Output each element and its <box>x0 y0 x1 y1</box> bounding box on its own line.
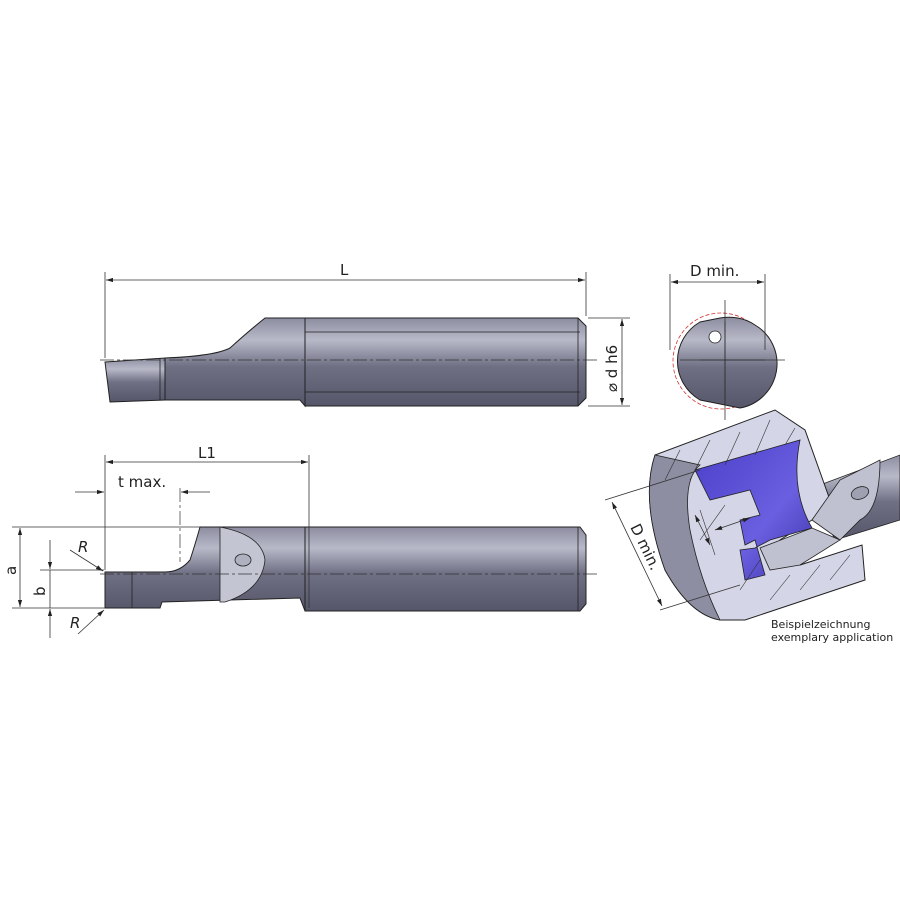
top-view: L ⌀ d h6 <box>100 261 630 408</box>
a-label: a <box>2 566 20 575</box>
insert <box>759 527 841 571</box>
diameter-label: ⌀ d h6 <box>603 345 621 392</box>
tool-tip-top <box>104 357 166 403</box>
groove-depth-arrow <box>694 514 711 546</box>
r-bottom-leader <box>77 609 105 635</box>
groove-width-arrow <box>714 517 751 531</box>
r-top-label: R <box>78 538 88 556</box>
extension-line <box>604 469 701 501</box>
insert-holder <box>811 459 881 541</box>
extension-line <box>659 584 741 611</box>
section-view: D min. Beispielzeichnung exemplary appli… <box>604 409 900 644</box>
coolant-hole <box>708 330 722 344</box>
r-bottom-label: R <box>70 614 80 632</box>
end-view: D min. <box>669 262 785 420</box>
tool-end-face <box>677 316 778 409</box>
screw-hole-section <box>850 486 870 500</box>
screw-hole <box>234 553 252 567</box>
tool-shank-side <box>304 526 587 612</box>
r-top-leader <box>69 549 104 572</box>
side-view: L1 t max. a b R R <box>2 444 600 638</box>
tmax-label: t max. <box>118 473 166 491</box>
section-dmin-dimension-line <box>611 501 663 607</box>
caption-en: exemplary application <box>771 631 893 644</box>
tool-head-side <box>104 526 306 612</box>
tool-neck-top <box>164 317 306 408</box>
b-label: b <box>31 586 49 596</box>
end-dmin-label: D min. <box>690 262 739 280</box>
length-label: L <box>340 261 349 279</box>
tool-shank-top <box>304 317 587 407</box>
l1-label: L1 <box>198 444 216 462</box>
caption-de: Beispielzeichnung <box>771 618 870 631</box>
